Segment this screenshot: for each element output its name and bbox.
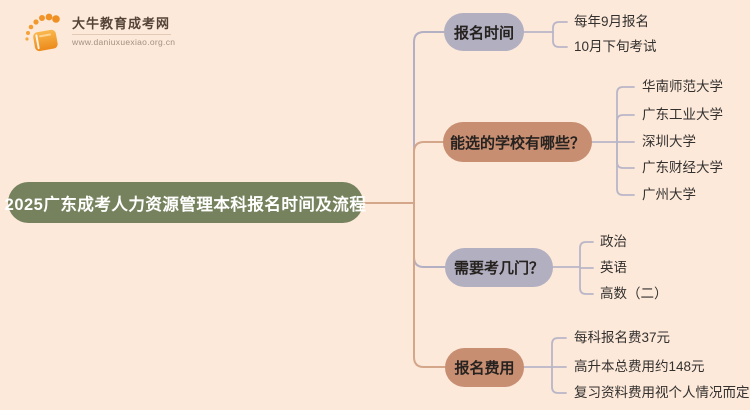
- branch-node-school-options[interactable]: 能选的学校有哪些？: [443, 122, 592, 162]
- child-topic[interactable]: 每科报名费37元: [574, 330, 671, 345]
- child-topic[interactable]: 广东工业大学: [642, 107, 723, 122]
- child-topic[interactable]: 高升本总费用约148元: [574, 359, 705, 374]
- child-topic[interactable]: 广州大学: [642, 187, 696, 202]
- branch-node-exam-subjects[interactable]: 需要考几门？: [445, 248, 553, 287]
- site-name: 大牛教育成考网: [72, 16, 171, 31]
- child-topic[interactable]: 广东财经大学: [642, 160, 723, 175]
- child-topic[interactable]: 复习资料费用视个人情况而定: [574, 385, 750, 400]
- child-topic[interactable]: 华南师范大学: [642, 79, 723, 94]
- logo-divider: [72, 34, 171, 35]
- site-logo[interactable]: 大牛教育成考网 www.daniuxuexiao.org.cn: [22, 10, 175, 54]
- site-url: www.daniuxuexiao.org.cn: [72, 37, 176, 47]
- child-topic[interactable]: 高数（二）: [600, 286, 668, 301]
- child-topic[interactable]: 深圳大学: [642, 134, 696, 149]
- child-topic[interactable]: 政治: [600, 234, 627, 249]
- child-topic[interactable]: 10月下旬考试: [574, 39, 657, 54]
- child-topic[interactable]: 英语: [600, 260, 627, 275]
- book-logo-icon: [25, 13, 60, 52]
- root-topic-node[interactable]: 2025广东成考人力资源管理本科报名时间及流程: [5, 182, 366, 223]
- branch-node-registration-time[interactable]: 报名时间: [444, 13, 524, 51]
- child-topic[interactable]: 每年9月报名: [574, 14, 650, 29]
- branch-node-registration-fee[interactable]: 报名费用: [445, 348, 524, 387]
